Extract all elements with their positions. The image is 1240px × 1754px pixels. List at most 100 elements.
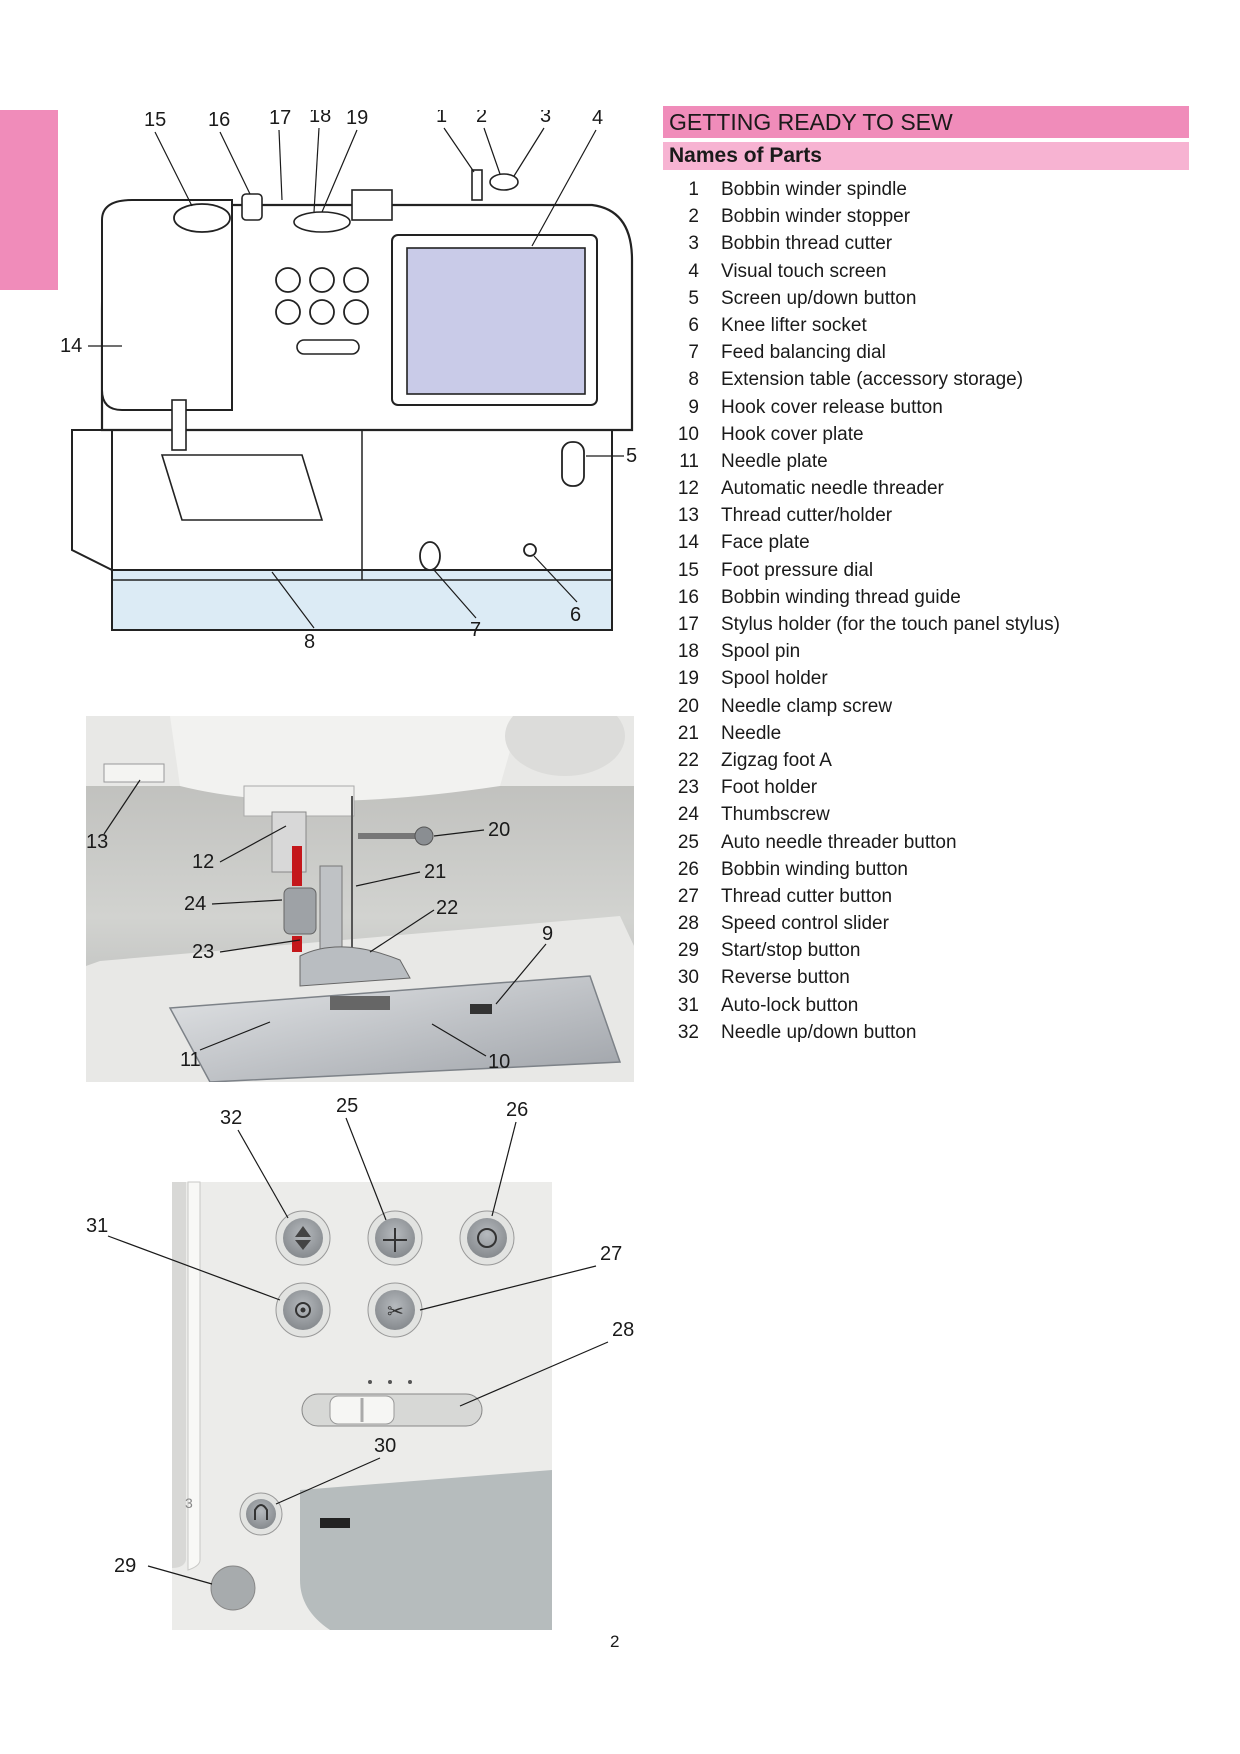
needle-callout-13: 13 [86,831,108,853]
part-label: Bobbin winder spindle [721,179,907,200]
part-row: 5 Screen up/down button [663,285,1189,312]
part-label: Thread cutter/holder [721,505,893,527]
machine-figure: 15 16 17 18 19 1 2 3 4 14 5 6 7 8 [52,110,652,670]
part-row: 15 Foot pressure dial [663,557,1189,584]
part-number: 27 [677,885,699,907]
part-label: Bobbin winding button [721,858,908,880]
subsection-title: Names of Parts [663,142,1189,170]
part-number: 23 [677,777,699,799]
part-label: Thumbscrew [721,804,830,826]
reverse-digit: 3 [185,1495,193,1511]
buttons-callout-29: 29 [114,1555,136,1577]
part-number: 9 [688,396,699,418]
section-title: GETTING READY TO SEW [663,106,1189,140]
part-row: 23 Foot holder [663,774,1189,801]
part-number: 3 [688,233,699,255]
chapter-tab [0,110,58,290]
buttons-figure: ✂ 3 32 25 26 31 27 28 30 29 [80,1090,650,1630]
needle-callout-12: 12 [192,851,214,873]
part-label: Reverse button [721,967,850,989]
part-label: Start/stop button [721,940,861,962]
part-label: Automatic needle threader [721,478,944,500]
part-number: 7 [688,342,699,364]
part-label: Spool holder [721,668,828,690]
part-row: 24 Thumbscrew [663,801,1189,828]
part-number: 5 [688,287,699,309]
part-number: 19 [677,668,699,690]
part-row: 3 Bobbin thread cutter [663,230,1189,257]
part-row: 7 Feed balancing dial [663,339,1189,366]
part-label: Needle [721,722,782,744]
part-label: Face plate [721,532,810,554]
needle-callout-20: 20 [488,819,510,841]
part-number: 29 [677,940,699,962]
part-label: Bobbin winding thread guide [721,586,961,608]
part-row: 20 Needle clamp screw [663,693,1189,720]
buttons-callout-27: 27 [600,1243,622,1265]
part-label: Knee lifter socket [721,314,867,336]
machine-callout-19: 19 [346,110,368,129]
part-number: 24 [677,804,699,826]
buttons-callout-26: 26 [506,1099,528,1121]
needle-area-figure: 13 12 20 21 24 22 23 9 11 10 [0,716,650,1082]
part-number: 4 [688,260,699,282]
svg-text:✂: ✂ [387,1299,404,1323]
buttons-callout-25: 25 [336,1095,358,1117]
part-number: 13 [677,505,699,527]
machine-callout-3: 3 [540,110,551,127]
part-number: 15 [677,559,699,581]
part-number: 31 [677,994,699,1016]
buttons-callout-31: 31 [86,1215,108,1237]
part-number: 22 [677,749,699,771]
needle-callout-22: 22 [436,897,458,919]
part-row: 26 Bobbin winding button [663,856,1189,883]
machine-callout-17: 17 [269,110,291,129]
machine-callout-18: 18 [309,110,331,127]
part-label: Extension table (accessory storage) [721,369,1024,391]
needle-callout-10: 10 [488,1051,510,1073]
part-number: 18 [677,641,699,663]
buttons-callout-28: 28 [612,1319,634,1341]
part-label: Foot holder [721,777,818,799]
needle-callout-11: 11 [180,1049,201,1071]
part-row: 6 Knee lifter socket [663,312,1189,339]
needle-callout-9: 9 [542,923,553,945]
machine-callout-16: 16 [208,110,230,131]
part-label: Feed balancing dial [721,342,886,364]
part-number: 11 [679,450,699,472]
machine-callout-2: 2 [476,110,487,127]
part-number: 32 [677,1021,699,1043]
part-label: Bobbin winder stopper [721,206,911,228]
part-row: 19 Spool holder [663,665,1189,692]
part-number: 14 [677,532,699,554]
part-label: Foot pressure dial [721,559,874,581]
machine-callout-14: 14 [60,335,82,357]
part-label: Bobbin thread cutter [721,233,893,255]
part-label: Needle up/down button [721,1021,917,1043]
machine-callout-8: 8 [304,631,315,653]
part-label: Zigzag foot A [721,749,832,771]
part-number: 20 [677,695,699,717]
part-number: 6 [688,314,699,336]
part-row: 32 Needle up/down button [663,1019,1189,1046]
machine-callout-1: 1 [436,110,447,127]
part-number: 26 [677,858,699,880]
part-label: Speed control slider [721,913,889,935]
buttons-callout-32: 32 [220,1107,242,1129]
part-number: 2 [688,206,699,228]
part-number: 8 [688,369,699,391]
part-label: Needle clamp screw [721,695,893,717]
part-label: Screen up/down button [721,287,917,309]
